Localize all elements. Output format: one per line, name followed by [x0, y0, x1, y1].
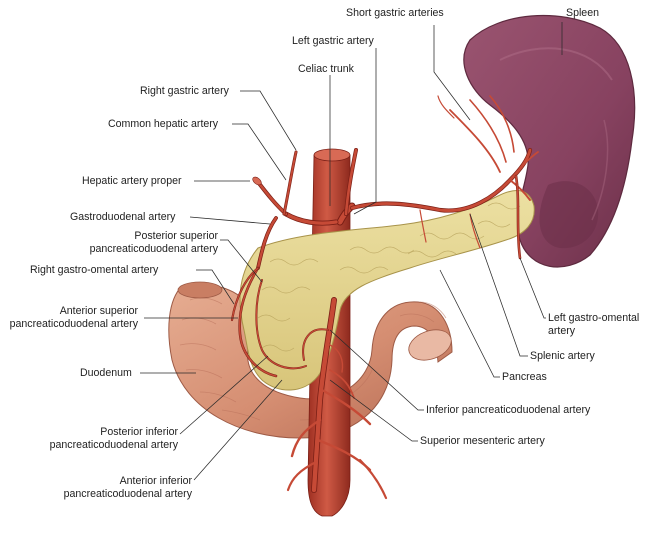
label-posterior-superior-pd-artery-line1: Posterior superior — [134, 230, 218, 242]
spleen-organ — [463, 14, 636, 268]
label-common-hepatic-artery: Common hepatic artery — [108, 118, 219, 130]
arteries — [230, 95, 539, 500]
pancreas-organ — [239, 190, 535, 391]
label-anterior-superior-pd-artery-line2: pancreaticoduodenal artery — [9, 318, 138, 330]
label-anterior-inferior-pd-artery-line2: pancreaticoduodenal artery — [63, 488, 192, 500]
label-anterior-inferior-pd-artery-line1: Anterior inferior — [119, 475, 192, 487]
label-posterior-inferior-pd-artery-line2: pancreaticoduodenal artery — [49, 439, 178, 451]
label-celiac-trunk: Celiac trunk — [298, 63, 354, 75]
label-posterior-superior-pd-artery-line2: pancreaticoduodenal artery — [89, 243, 218, 255]
label-left-gastro-omental-artery-line1: Left gastro-omental — [548, 312, 640, 324]
label-splenic-artery: Splenic artery — [530, 350, 595, 362]
label-pancreas: Pancreas — [502, 371, 547, 383]
label-hepatic-artery-proper: Hepatic artery proper — [82, 175, 182, 187]
label-right-gastric-artery: Right gastric artery — [140, 85, 229, 97]
label-inferior-pancreaticoduodenal-artery: Inferior pancreaticoduodenal artery — [426, 404, 591, 416]
label-gastroduodenal-artery: Gastroduodenal artery — [70, 211, 176, 223]
label-short-gastric-arteries: Short gastric arteries — [346, 7, 444, 19]
label-anterior-superior-pd-artery-line1: Anterior superior — [59, 305, 138, 317]
label-superior-mesenteric-artery: Superior mesenteric artery — [420, 435, 545, 447]
label-spleen: Spleen — [566, 7, 599, 19]
label-posterior-inferior-pd-artery-line1: Posterior inferior — [100, 426, 178, 438]
label-duodenum: Duodenum — [80, 367, 132, 379]
label-left-gastro-omental-artery-line2: artery — [548, 325, 576, 337]
label-right-gastro-omental-artery: Right gastro-omental artery — [30, 264, 159, 276]
label-left-gastric-artery: Left gastric artery — [292, 35, 374, 47]
leader-lines — [140, 22, 563, 481]
